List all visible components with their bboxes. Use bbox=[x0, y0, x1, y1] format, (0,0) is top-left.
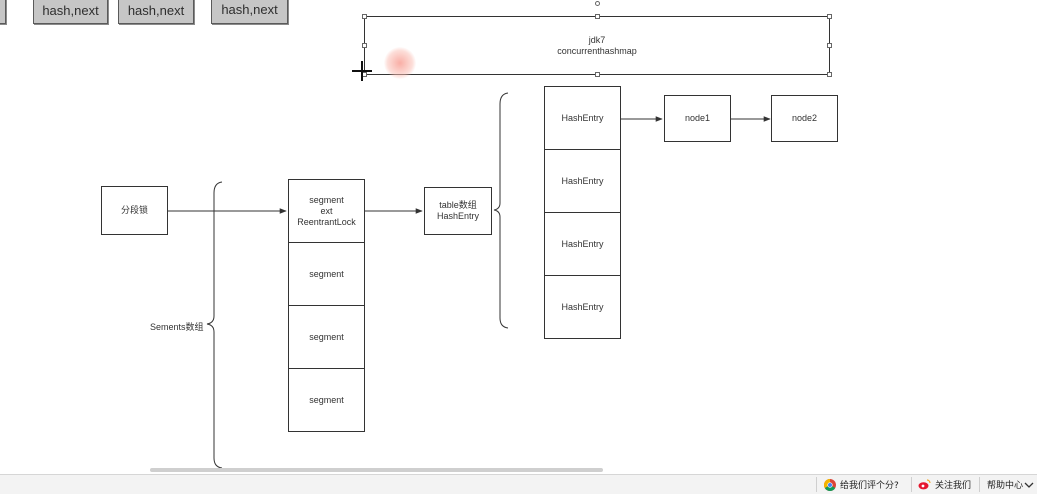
rate-us-label: 给我们评个分? bbox=[840, 481, 899, 491]
top-box-label: hash,next bbox=[221, 1, 278, 17]
resize-handle-e[interactable] bbox=[827, 43, 832, 48]
node-label: segment bbox=[309, 394, 344, 405]
follow-us-label: 关注我们 bbox=[935, 481, 972, 491]
top-box-label: hash,next bbox=[127, 2, 185, 18]
resize-handle-nw[interactable] bbox=[362, 14, 367, 19]
resize-handle-n[interactable] bbox=[595, 14, 600, 19]
hashentry-brace bbox=[493, 92, 509, 329]
table-array-node[interactable]: table数组 HashEntry bbox=[424, 187, 492, 235]
node-label: HashEntry bbox=[561, 238, 604, 249]
follow-us-button[interactable]: 关注我们 bbox=[918, 475, 971, 494]
segment-cell[interactable]: segment bbox=[288, 305, 365, 369]
segment-head-cell[interactable]: segment ext ReentrantLock bbox=[288, 179, 365, 243]
resize-handle-se[interactable] bbox=[827, 72, 832, 77]
node2-box[interactable]: node2 bbox=[771, 95, 838, 142]
segments-array-label: Sements数组 bbox=[150, 322, 204, 332]
selected-shape-line2: concurrenthashmap bbox=[557, 45, 637, 56]
segment-cell[interactable]: segment bbox=[288, 368, 365, 432]
segment-cell[interactable]: segment bbox=[288, 242, 365, 306]
hashentry-cell[interactable]: HashEntry bbox=[544, 86, 621, 150]
top-box-label: hash,next bbox=[42, 2, 99, 18]
node-label: HashEntry bbox=[561, 175, 604, 186]
top-box-hash-next-2[interactable]: hash,next bbox=[118, 0, 194, 24]
status-separator bbox=[979, 477, 980, 492]
status-separator bbox=[911, 477, 912, 492]
diagram-canvas[interactable]: hash,next hash,next hash,next 分段锁 Sement… bbox=[0, 0, 1037, 474]
top-box-hash-next-3[interactable]: hash,next bbox=[211, 0, 288, 24]
status-separator bbox=[816, 477, 817, 492]
click-highlight bbox=[384, 47, 416, 79]
node-label: 分段锁 bbox=[120, 205, 148, 215]
selected-text-shape[interactable]: jdk7 concurrenthashmap bbox=[364, 16, 830, 75]
node-label: node1 bbox=[684, 113, 711, 123]
rotate-handle[interactable] bbox=[595, 1, 600, 6]
resize-handle-ne[interactable] bbox=[827, 14, 832, 19]
resize-handle-w[interactable] bbox=[362, 43, 367, 48]
hashentry-cell[interactable]: HashEntry bbox=[544, 212, 621, 276]
node-label: segment ext ReentrantLock bbox=[297, 194, 356, 227]
chrome-icon bbox=[824, 478, 836, 491]
help-center-label: 帮助中心 bbox=[987, 481, 1024, 491]
connectors-layer bbox=[168, 92, 771, 469]
hashentry-cell[interactable]: HashEntry bbox=[544, 149, 621, 213]
status-bar: 给我们评个分? 关注我们 帮助中心 bbox=[0, 474, 1037, 494]
node-label: table数组 HashEntry bbox=[436, 200, 480, 221]
rate-us-button[interactable]: 给我们评个分? bbox=[824, 475, 899, 494]
node-label: HashEntry bbox=[561, 301, 604, 312]
node-label: node2 bbox=[791, 113, 818, 123]
top-box-hash-next-1[interactable]: hash,next bbox=[33, 0, 108, 24]
node-label: HashEntry bbox=[561, 112, 604, 123]
selected-shape-line1: jdk7 bbox=[588, 34, 606, 45]
node-label: segment bbox=[309, 268, 344, 279]
hashentry-cell[interactable]: HashEntry bbox=[544, 275, 621, 339]
segments-brace bbox=[206, 181, 223, 469]
weibo-icon bbox=[918, 479, 931, 490]
top-box-partial[interactable] bbox=[0, 0, 6, 24]
horizontal-scrollbar[interactable] bbox=[150, 468, 603, 472]
segment-lock-node[interactable]: 分段锁 bbox=[101, 186, 168, 235]
chevron-down-icon[interactable] bbox=[1024, 480, 1034, 490]
node-label: segment bbox=[309, 331, 344, 342]
node1-box[interactable]: node1 bbox=[664, 95, 731, 142]
crosshair-cursor-icon bbox=[352, 61, 372, 81]
resize-handle-s[interactable] bbox=[595, 72, 600, 77]
help-center-button[interactable]: 帮助中心 bbox=[987, 475, 1023, 494]
